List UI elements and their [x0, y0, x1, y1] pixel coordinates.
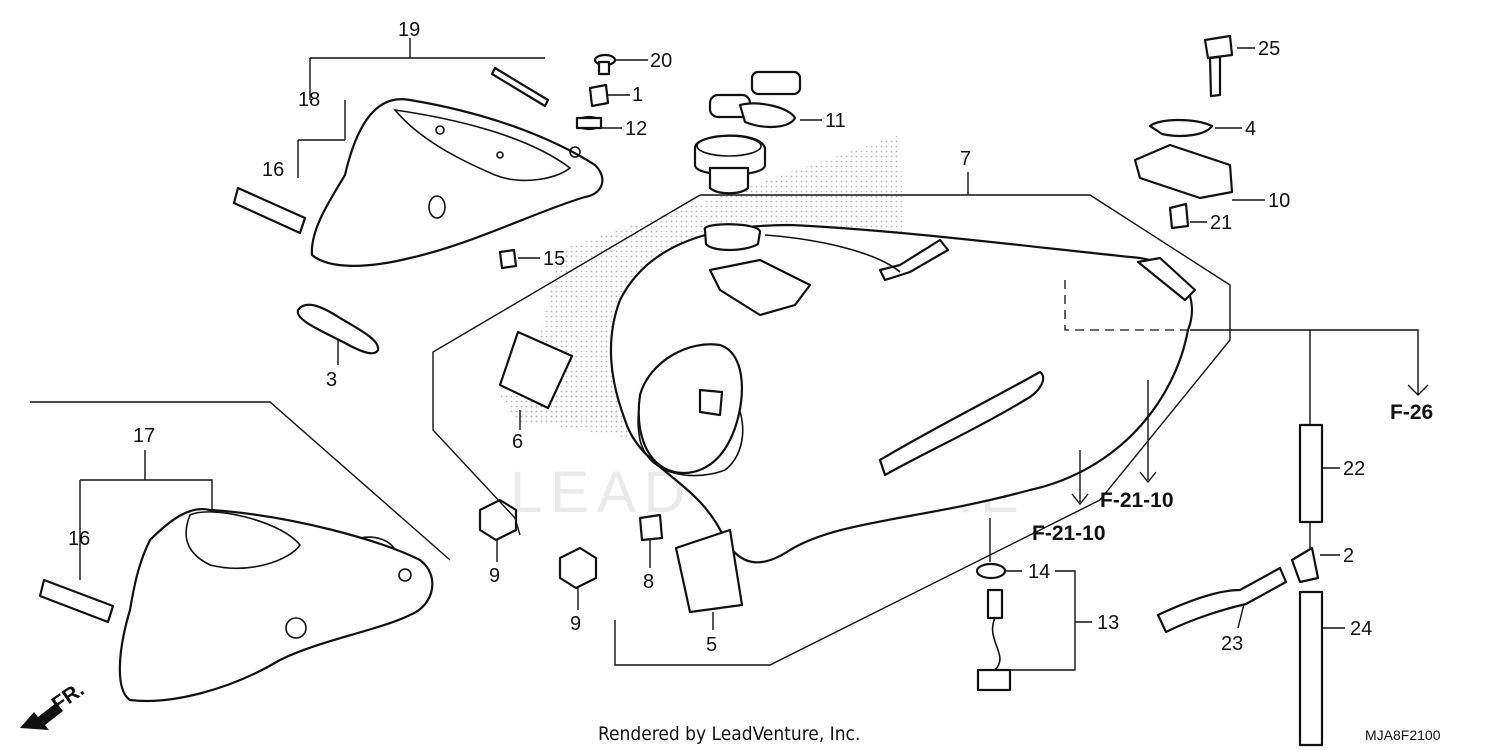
mount-hardware[interactable] [1133, 34, 1234, 230]
callout-16-upper: 16 [262, 159, 284, 181]
callout-18: 18 [298, 89, 320, 111]
callout-9-a: 9 [489, 565, 500, 587]
callout-7: 7 [960, 148, 971, 170]
callout-22: 22 [1343, 458, 1365, 480]
tube-22[interactable] [1298, 423, 1324, 524]
callout-15: 15 [543, 248, 565, 270]
callout-4: 4 [1245, 118, 1256, 140]
callout-16-lower: 16 [68, 528, 90, 550]
leader-lines [30, 38, 1429, 671]
callout-5: 5 [706, 634, 717, 656]
callout-1: 1 [632, 84, 643, 106]
callout-12: 12 [625, 118, 647, 140]
callout-24: 24 [1350, 618, 1372, 640]
upper-cover[interactable] [310, 98, 604, 267]
callout-17: 17 [133, 425, 155, 447]
callout-3: 3 [326, 369, 337, 391]
footer-credit: Rendered by LeadVenture, Inc. [598, 723, 860, 745]
trim-strip-3[interactable] [296, 303, 380, 355]
callout-25: 25 [1258, 38, 1280, 60]
callout-14: 14 [1028, 561, 1050, 583]
callout-2: 2 [1343, 545, 1354, 567]
callout-6: 6 [512, 431, 523, 453]
ref-f-21-10-b: F-21-10 [1032, 522, 1106, 545]
joint-2[interactable] [1290, 546, 1320, 584]
front-direction-arrow: FR. [20, 678, 89, 730]
callout-8: 8 [643, 571, 654, 593]
fuel-tank[interactable] [609, 223, 1197, 564]
callout-13: 13 [1097, 612, 1119, 634]
cushion-16-upper[interactable] [232, 186, 307, 235]
callout-23: 23 [1221, 633, 1243, 655]
sender-13[interactable] [976, 588, 1012, 692]
label-5[interactable] [674, 528, 744, 614]
label-6[interactable] [498, 330, 574, 410]
callout-9-b: 9 [570, 613, 581, 635]
callout-21: 21 [1210, 212, 1232, 234]
tube-24[interactable] [1298, 590, 1324, 747]
tube-23[interactable] [1156, 566, 1288, 634]
small-hardware[interactable] [575, 53, 617, 131]
callout-labels: 19 18 16 20 1 12 11 7 15 3 25 4 10 21 6 … [68, 19, 1372, 656]
emblem-strip[interactable] [490, 66, 550, 108]
ref-f-26: F-26 [1390, 401, 1433, 424]
grommet-15[interactable] [498, 248, 518, 270]
label-8[interactable] [638, 513, 664, 542]
diagram-code: MJA8F2100 [1365, 727, 1441, 743]
lower-cover[interactable] [118, 507, 434, 703]
callout-11: 11 [825, 110, 846, 132]
fuel-cap-key-set[interactable] [693, 70, 802, 195]
callout-10: 10 [1268, 190, 1290, 212]
callout-19: 19 [398, 19, 420, 41]
cushion-16-lower[interactable] [38, 578, 115, 624]
gasket-14[interactable] [975, 562, 1007, 580]
callout-20: 20 [650, 50, 672, 72]
rubber-9-a[interactable] [478, 498, 518, 542]
rubber-9-b[interactable] [558, 546, 598, 590]
ref-f-21-10-a: F-21-10 [1100, 489, 1174, 512]
